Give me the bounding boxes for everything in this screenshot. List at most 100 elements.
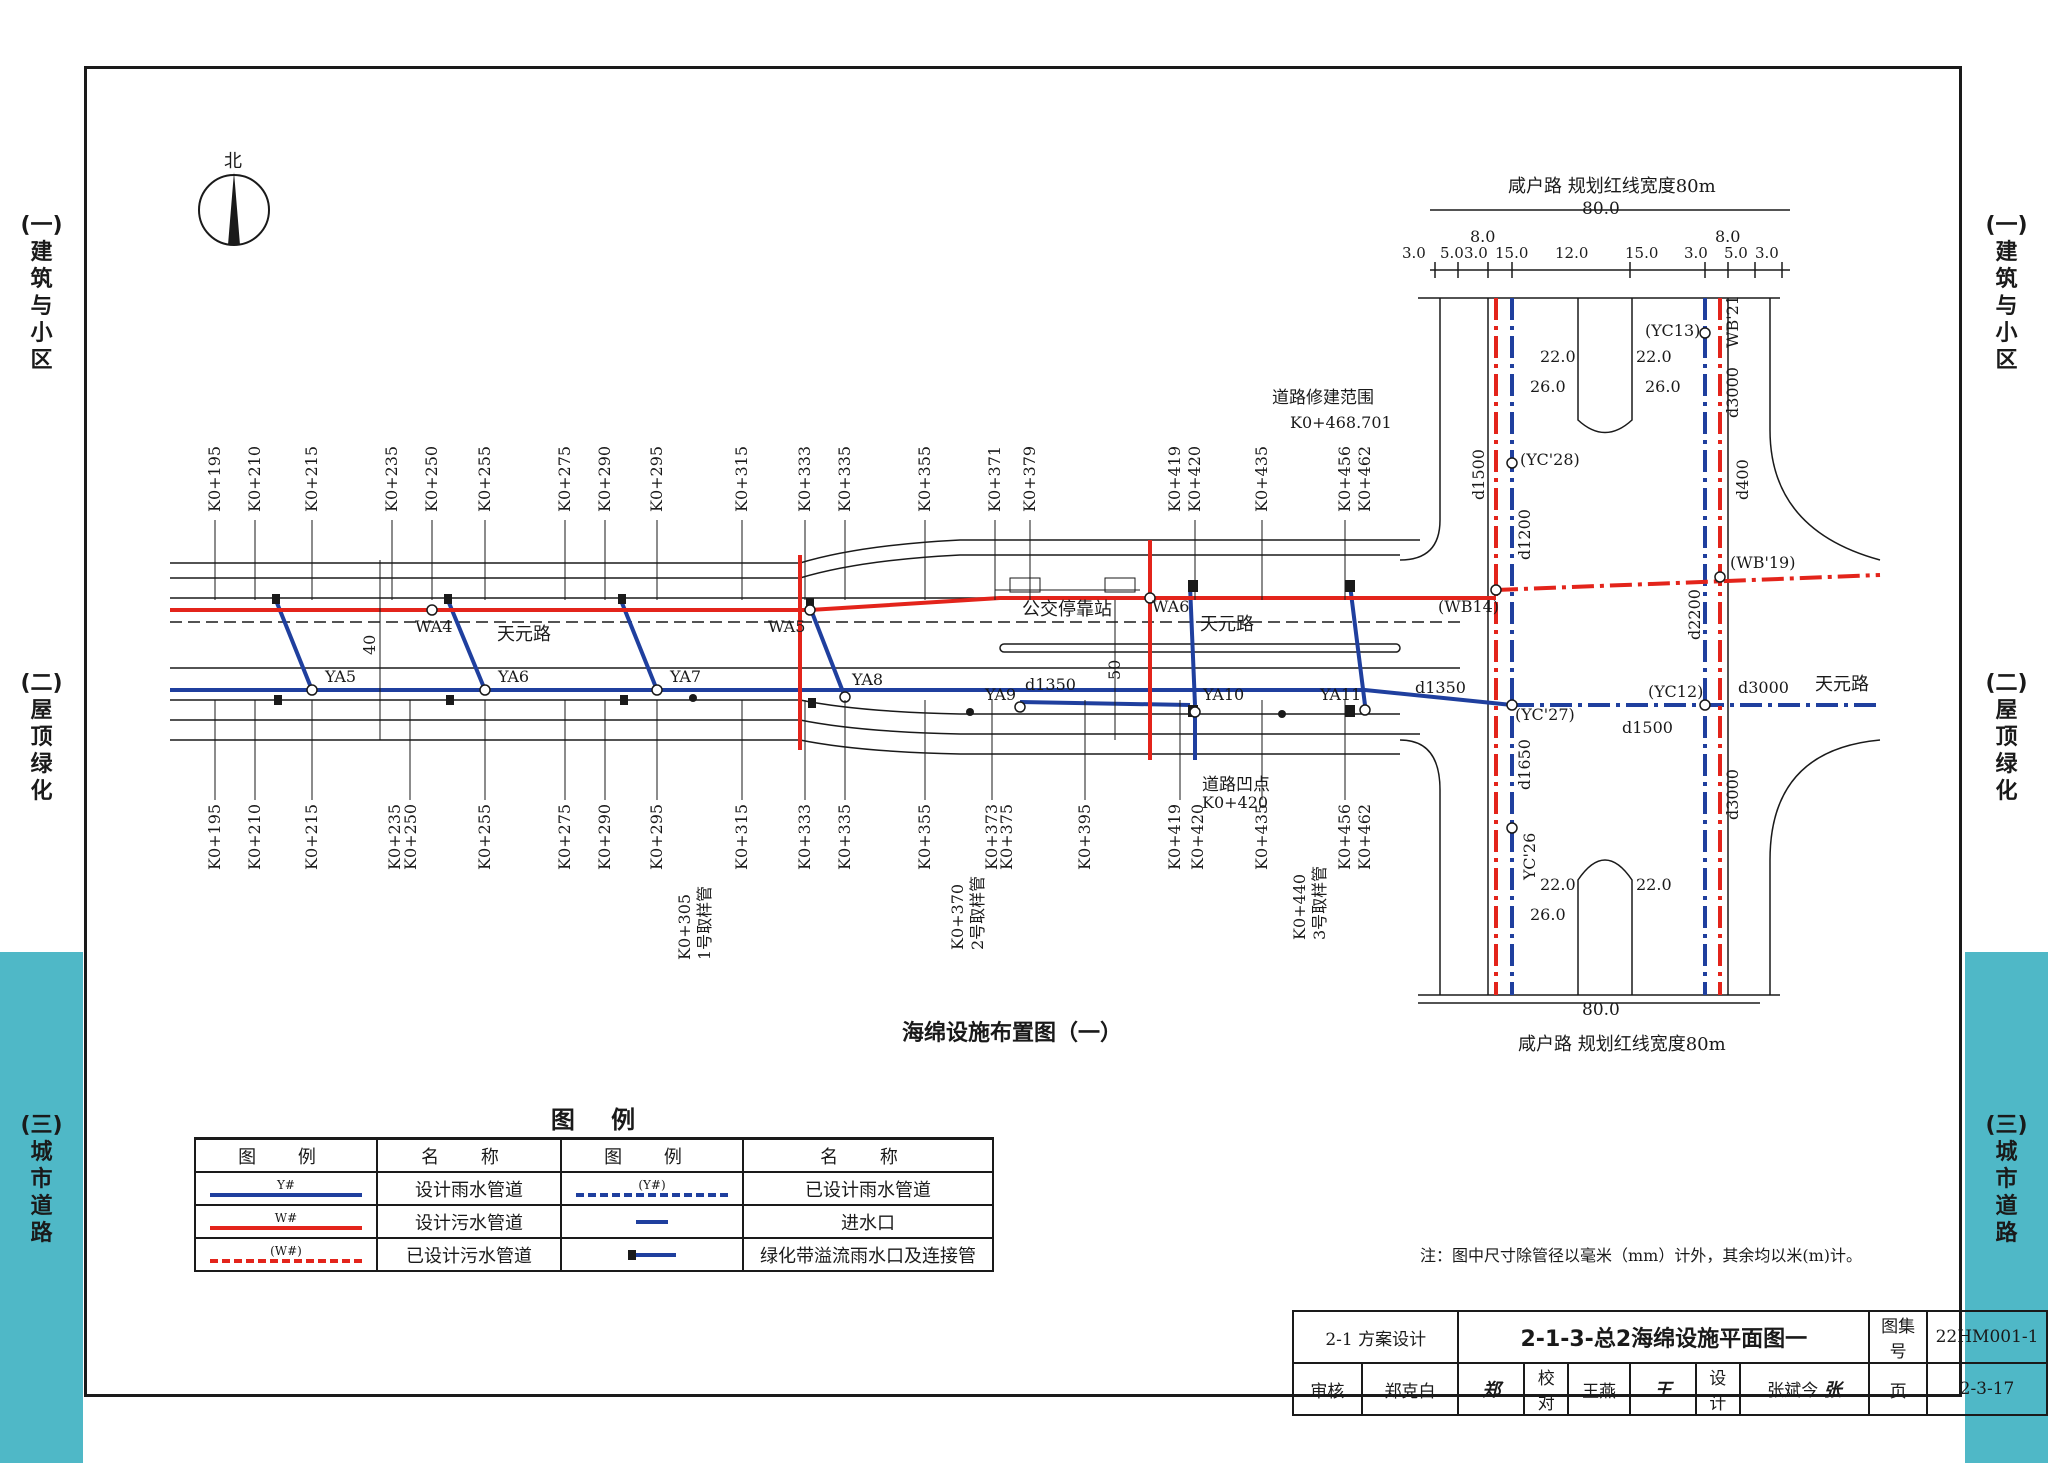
station-label-bottom: K0+215 xyxy=(302,804,321,870)
design-sewage-pipes xyxy=(170,540,1496,760)
station-label-top: K0+419 xyxy=(1165,446,1184,512)
dimension-label: 12.0 xyxy=(1555,244,1588,262)
rain-node-label: YA5 xyxy=(324,667,356,686)
manhole-nodes xyxy=(306,327,1726,834)
existing-node-label: (WB14) xyxy=(1438,597,1499,616)
road-name-label: 天元路 xyxy=(1200,614,1254,635)
dimension-label: 22.0 xyxy=(1636,347,1672,366)
sewage-node-label: WA4 xyxy=(415,617,452,636)
pipe-size-label: d1500 xyxy=(1622,718,1673,737)
sewage-node-label: WA5 xyxy=(768,617,805,636)
page-number: 2-3-17 xyxy=(1926,1362,2048,1416)
station-label-bottom: K0+355 xyxy=(915,804,934,870)
station-label-bottom: K0+333 xyxy=(795,804,814,870)
north-arrow-icon: 北 xyxy=(198,151,270,246)
station-label-bottom: K0+315 xyxy=(732,804,751,870)
station-label-bottom: K0+255 xyxy=(475,804,494,870)
low-point-station-label: K0+420 xyxy=(1202,793,1268,812)
dimension-label: 22.0 xyxy=(1540,347,1576,366)
sampler-station: K0+305 xyxy=(675,894,694,960)
dimension-label: 15.0 xyxy=(1495,244,1528,262)
station-label-bottom: K0+210 xyxy=(245,804,264,870)
low-point-label: 道路凹点 xyxy=(1202,775,1270,795)
station-label-bottom: K0+419 xyxy=(1165,804,1184,870)
right-tab-urban-roads[interactable]: (三)城市道路 xyxy=(1985,1113,2028,1246)
designer-signature: 张 xyxy=(1823,1380,1842,1401)
station-label-bottom: K0+275 xyxy=(555,804,574,870)
rain-pipe-symbol-icon xyxy=(210,1192,362,1197)
rain-node-label: YA8 xyxy=(851,670,883,689)
station-label-bottom: K0+373 xyxy=(982,804,1001,870)
station-label-bottom: K0+456 xyxy=(1335,804,1354,870)
station-label-top: K0+215 xyxy=(302,446,321,512)
dimension-label: 3.0 xyxy=(1684,244,1708,262)
existing-sewage-pipes xyxy=(1494,298,1881,995)
pipe-size-label: d1350 xyxy=(1025,675,1076,694)
legend-title: 图 例 xyxy=(550,1106,650,1134)
station-label-bottom: K0+395 xyxy=(1075,804,1094,870)
station-lines xyxy=(214,520,1346,800)
repair-range-label: 道路修建范围 xyxy=(1272,388,1374,408)
pipe-size-label: d400 xyxy=(1733,459,1752,500)
left-side-nav: (一)建筑与小区 (二)屋顶绿化 (三)城市道路 xyxy=(0,0,83,1463)
pipe-size-label: d3000 xyxy=(1738,678,1789,697)
total-width-label: 80.0 xyxy=(1582,199,1620,219)
right-tab-buildings[interactable]: (一)建筑与小区 xyxy=(1985,213,2028,373)
dimension-label: 22.0 xyxy=(1636,875,1672,894)
station-label-top: K0+195 xyxy=(205,446,224,512)
left-tab-buildings[interactable]: (一)建筑与小区 xyxy=(20,213,63,373)
station-label-bottom: K0+335 xyxy=(835,804,854,870)
station-label-top: K0+335 xyxy=(835,446,854,512)
existing-sewage-pipe-symbol-icon xyxy=(210,1258,362,1263)
legend-row: Y# 设计雨水管道 (Y#) 已设计雨水管道 xyxy=(194,1171,994,1206)
station-label-top: K0+379 xyxy=(1020,446,1039,512)
rain-node-label: YA6 xyxy=(497,667,529,686)
existing-rain-pipe-symbol-icon xyxy=(576,1192,728,1197)
station-label-top: K0+290 xyxy=(595,446,614,512)
checker-signature: 王 xyxy=(1628,1362,1697,1416)
station-label-top: K0+295 xyxy=(647,446,666,512)
road-name-label: 天元路 xyxy=(497,624,551,645)
legend-table: 图 例 名 称 图 例 名 称 Y# 设计雨水管道 (Y#) 已设计雨水管道 W… xyxy=(194,1137,994,1272)
station-label-top: K0+420 xyxy=(1185,446,1204,512)
cross-road-label: 咸户路 规划红线宽度80m xyxy=(1518,1034,1726,1055)
dimension-label: 15.0 xyxy=(1625,244,1658,262)
pipe-size-label: d1350 xyxy=(1415,678,1466,697)
station-label-top: K0+371 xyxy=(985,446,1004,512)
pipe-size-label: d3000 xyxy=(1723,367,1742,418)
drawing-frame xyxy=(84,66,1962,1397)
bus-stop-pads xyxy=(995,577,1140,593)
right-side-nav: (一)建筑与小区 (二)屋顶绿化 (三)城市道路 xyxy=(1965,0,2048,1463)
existing-node-label: (YC12) xyxy=(1648,682,1703,701)
pipe-size-label: d1650 xyxy=(1515,739,1534,790)
reviewer-signature: 郑 xyxy=(1457,1362,1526,1416)
road-edges xyxy=(170,539,1460,755)
atlas-number: 22HM001-1 xyxy=(1926,1310,2048,1364)
station-label-bottom: K0+375 xyxy=(997,804,1016,870)
dimension-label: 40 xyxy=(360,635,379,655)
drawing-main-title: 海绵设施布置图（一） xyxy=(902,1020,1122,1046)
drawing-title: 2-1-3-总2海绵设施平面图一 xyxy=(1457,1310,1871,1364)
pipe-size-label: d1200 xyxy=(1515,509,1534,560)
top-dimension-line xyxy=(1430,262,1790,278)
dimension-label: 50 xyxy=(1105,660,1124,680)
dimension-label: 26.0 xyxy=(1530,377,1566,396)
pipe-size-label: d3000 xyxy=(1723,769,1742,820)
dimension-label: 3.0 xyxy=(1464,244,1488,262)
legend-row: W# 设计污水管道 进水口 xyxy=(194,1204,994,1239)
station-label-bottom: K0+420 xyxy=(1188,804,1207,870)
north-label: 北 xyxy=(224,151,242,172)
pipe-size-label: d2200 xyxy=(1685,589,1704,640)
legend-header-row: 图 例 名 称 图 例 名 称 xyxy=(194,1137,994,1173)
left-tab-roof-green[interactable]: (二)屋顶绿化 xyxy=(20,671,63,804)
existing-rain-pipes xyxy=(1510,298,1880,995)
right-tab-roof-green[interactable]: (二)屋顶绿化 xyxy=(1985,671,2028,804)
left-tab-urban-roads[interactable]: (三)城市道路 xyxy=(20,1113,63,1246)
existing-node-label: (YC'28) xyxy=(1520,450,1580,469)
sewage-pipe-symbol-icon xyxy=(210,1225,362,1230)
station-label-top: K0+462 xyxy=(1355,446,1374,512)
station-label-top: K0+315 xyxy=(732,446,751,512)
station-label-top: K0+255 xyxy=(475,446,494,512)
inlet-symbol-icon xyxy=(636,1219,668,1224)
